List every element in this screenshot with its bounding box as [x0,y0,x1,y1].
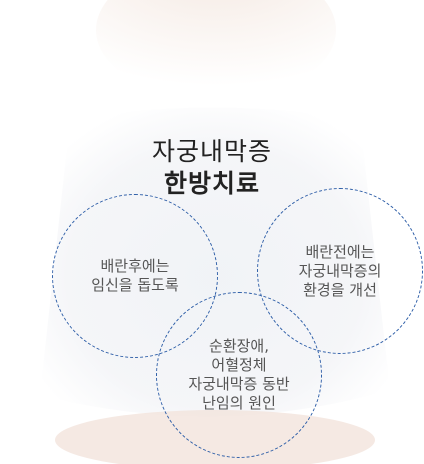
circle-before-ovulation: 배란전에는 자궁내막증의 환경을 개선 [257,188,423,354]
circle-text: 배란후에는 임신을 돕도록 [91,257,179,295]
page-title-line1: 자궁내막증 [151,137,272,166]
circle-text-line: 난임의 원인 [202,394,276,412]
page-title-line2: 한방치료 [163,169,260,198]
circle-text-line: 임신을 돕도록 [91,276,179,294]
circle-text-line: 자궁내막증의 [298,261,382,280]
circle-text-line: 배란후에는 [100,257,170,275]
circle-text: 배란전에는 자궁내막증의 환경을 개선 [299,243,382,300]
circle-text-line: 자궁내막증 동반 [188,375,290,393]
circle-causes: 순환장애, 어혈정체 자궁내막증 동반 난임의 원인 [156,292,322,458]
circle-text-line: 배란전에는 [305,242,375,261]
circle-text-line: 어혈정체 [211,356,267,374]
circle-after-ovulation: 배란후에는 임신을 돕도록 [52,194,218,358]
circle-text: 순환장애, 어혈정체 자궁내막증 동반 난임의 원인 [188,337,289,413]
circle-text-line: 순환장애, [209,337,269,355]
circle-text-line: 환경을 개선 [303,280,377,299]
